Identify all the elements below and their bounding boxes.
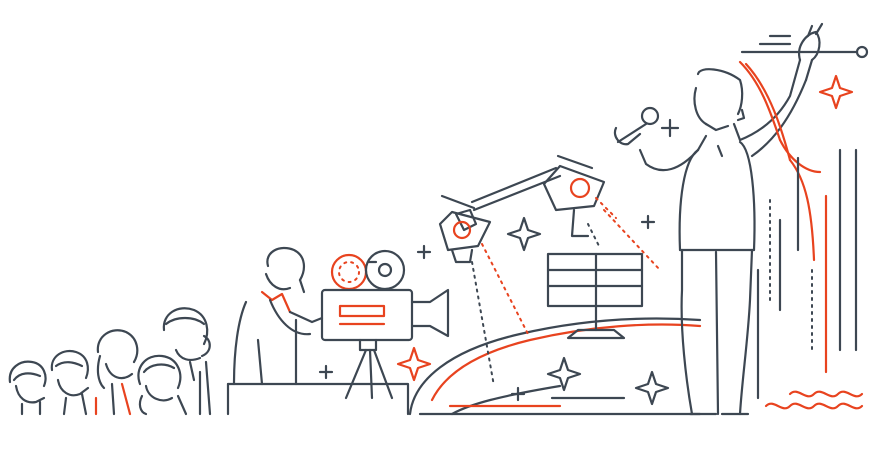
audience-member-1 (8, 360, 47, 416)
curtain-icon (738, 34, 869, 410)
camera-operator-icon (226, 246, 410, 416)
sparkle-icon (818, 74, 854, 110)
music-stand-icon (546, 252, 644, 340)
audience-member-4 (137, 354, 188, 416)
microphone-icon (613, 106, 660, 146)
singer-icon (638, 22, 824, 416)
sparkle-icon (640, 214, 656, 230)
sparkle-icon (546, 356, 582, 392)
audience-icon (8, 307, 212, 416)
sparkle-icon (506, 216, 542, 252)
audience-member-2 (50, 349, 90, 416)
spotlight-icon (438, 166, 562, 387)
spotlight-icon (542, 154, 661, 271)
sparkle-icon (318, 364, 334, 380)
film-camera-icon (320, 249, 450, 400)
sparkle-icon (416, 244, 432, 260)
sparkle-icon (634, 370, 670, 406)
audience-member-5 (162, 307, 212, 416)
sparkle-icon (396, 346, 432, 382)
sparkle-icon (660, 118, 680, 138)
audience-member-3 (94, 329, 139, 416)
sparkle-icon (510, 386, 526, 402)
stage-icon (408, 317, 702, 416)
